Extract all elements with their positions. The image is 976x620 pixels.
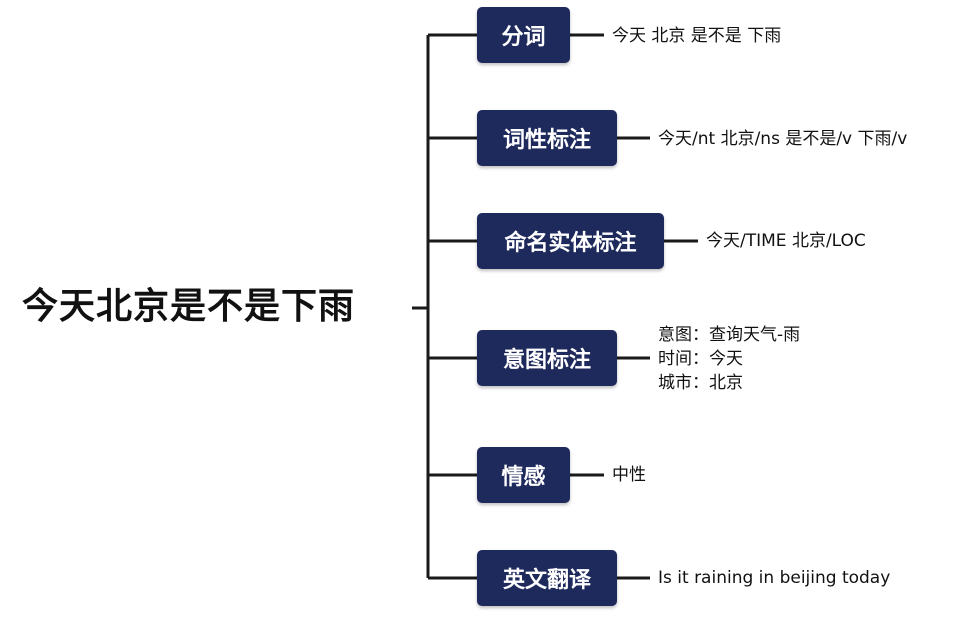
node-pos-tagging: 词性标注 bbox=[477, 110, 617, 166]
leaf-line: 意图：查询天气-雨 bbox=[658, 325, 801, 345]
leaf-tokenization: 今天 北京 是不是 下雨 bbox=[612, 24, 781, 48]
leaf-translation: Is it raining in beijing today bbox=[658, 566, 890, 590]
leaf-pos-tagging: 今天/nt 北京/ns 是不是/v 下雨/v bbox=[658, 127, 907, 151]
leaf-line: 中性 bbox=[612, 465, 646, 485]
leaf-line: Is it raining in beijing today bbox=[658, 568, 891, 588]
leaf-line: 时间：今天 bbox=[658, 349, 743, 369]
node-sentiment: 情感 bbox=[477, 447, 570, 503]
node-intent: 意图标注 bbox=[477, 330, 617, 386]
leaf-line: 今天 北京 是不是 下雨 bbox=[612, 26, 782, 46]
leaf-sentiment: 中性 bbox=[612, 463, 646, 487]
leaf-line: 城市：北京 bbox=[658, 373, 743, 393]
root-sentence: 今天北京是不是下雨 bbox=[22, 286, 356, 327]
leaf-intent: 意图：查询天气-雨 时间：今天 城市：北京 bbox=[658, 323, 800, 395]
node-translation: 英文翻译 bbox=[477, 550, 617, 606]
leaf-ner: 今天/TIME 北京/LOC bbox=[706, 229, 866, 253]
leaf-line: 今天/nt 北京/ns 是不是/v 下雨/v bbox=[658, 129, 908, 149]
node-ner: 命名实体标注 bbox=[477, 213, 664, 269]
leaf-line: 今天/TIME 北京/LOC bbox=[706, 231, 866, 251]
node-tokenization: 分词 bbox=[477, 7, 570, 63]
